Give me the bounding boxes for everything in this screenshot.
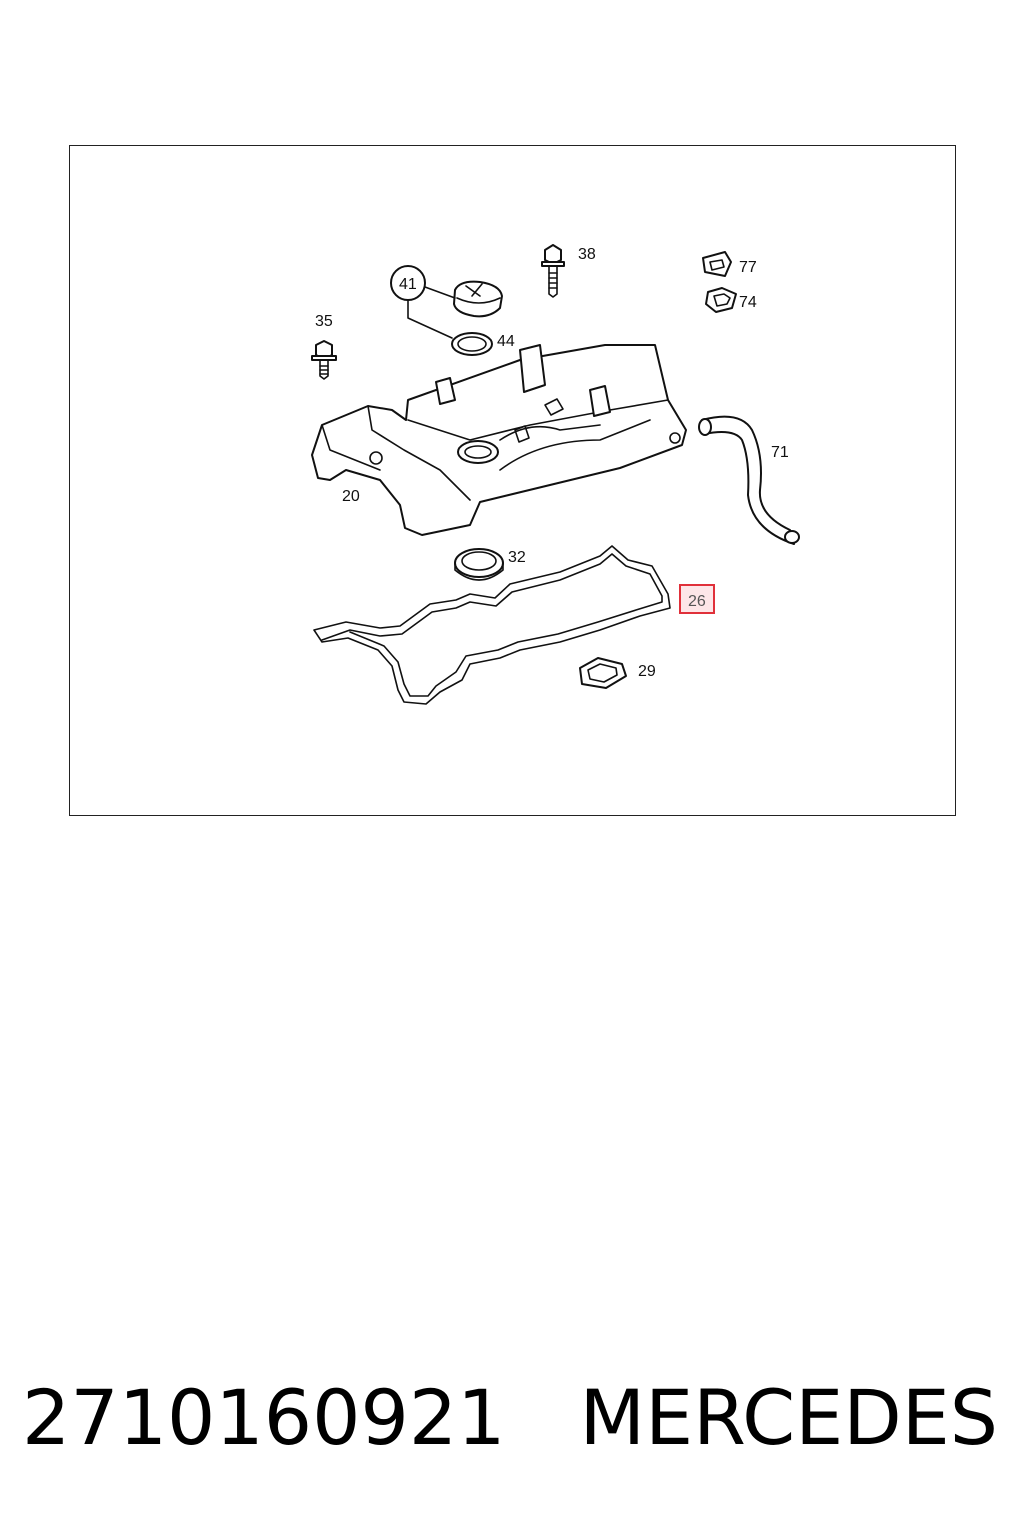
callout-29: 29: [638, 663, 656, 680]
callout-77: 77: [739, 259, 757, 276]
callout-20: 20: [342, 488, 360, 505]
callout-74: 74: [739, 294, 757, 311]
bolt-38: [541, 244, 565, 298]
oil-filler-cap-41: [453, 280, 503, 318]
callout-32: 32: [508, 549, 526, 566]
leader-line-41: [424, 286, 456, 299]
footer: 2710160921 MERCEDES: [22, 1362, 1012, 1472]
callout-35: 35: [315, 313, 333, 330]
part-number: 2710160921: [22, 1372, 506, 1462]
leader-line-41-44: [407, 299, 453, 339]
callout-71: 71: [771, 444, 789, 461]
cylinder-head-cover-20: [311, 344, 687, 536]
bolt-35: [311, 340, 337, 380]
small-gasket-29: [579, 657, 627, 689]
callout-26: 26: [688, 593, 706, 610]
clip-77: [702, 251, 732, 277]
gasket-26: [313, 545, 671, 705]
breather-hose-71: [698, 415, 800, 545]
o-ring-44: [451, 332, 493, 356]
clip-74: [705, 287, 737, 313]
seal-ring-32: [454, 548, 504, 581]
brand-name: MERCEDES: [579, 1372, 999, 1462]
callout-26-highlight-box: [679, 584, 715, 614]
callout-44: 44: [497, 333, 515, 350]
callout-38: 38: [578, 246, 596, 263]
callout-41: 41: [399, 276, 417, 293]
